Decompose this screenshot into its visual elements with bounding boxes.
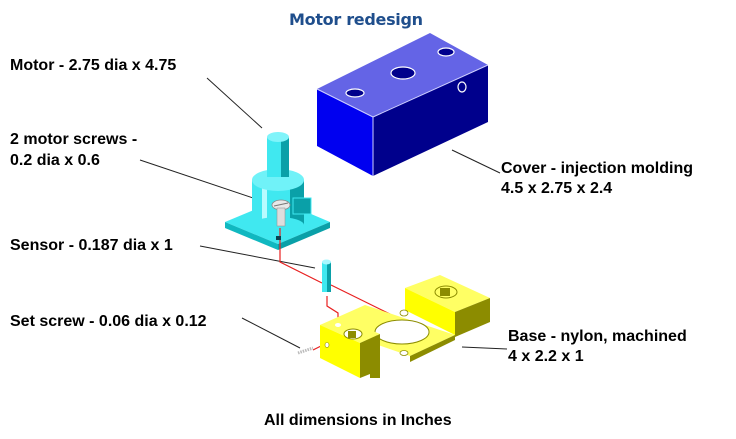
motor-screws-label-line1: 2 motor screws - [10,131,138,148]
base-label-line2: 4 x 2.2 x 1 [508,348,584,365]
units-footnote: All dimensions in Inches [264,412,452,429]
set-screw-label: Set screw - 0.06 dia x 0.12 [10,313,207,330]
cover-side-hole [457,81,467,93]
base-label-line1: Base - nylon, machined [508,328,687,345]
cover-side-face [373,65,488,176]
screws-leader-line [139,159,269,204]
cover-label-line2: 4.5 x 2.75 x 2.4 [501,180,613,197]
motor-screws-label-line2: 0.2 dia x 0.6 [10,152,100,169]
set-screw-part [297,346,314,355]
motor-part [225,132,330,250]
leader-lines [139,77,508,350]
cover-leader-line [451,149,501,174]
base-leader-line [461,346,508,350]
motor-screw [271,199,291,227]
set-screw-leader-line [241,317,301,349]
sensor-leader-line [199,245,316,269]
cover-hole [390,66,416,80]
motor-label: Motor - 2.75 dia x 4.75 [10,57,177,74]
diagram-title: Motor redesign [289,10,423,29]
cover-hole [437,47,455,57]
sensor-part [322,259,331,292]
base-part [320,275,490,378]
cover-hole [345,88,365,98]
motor-leader-line [206,77,263,129]
cover-front-face [317,89,373,176]
cover-label-line1: Cover - injection molding [501,160,694,177]
sensor-label: Sensor - 0.187 dia x 1 [10,237,173,254]
cover-part [316,33,489,176]
